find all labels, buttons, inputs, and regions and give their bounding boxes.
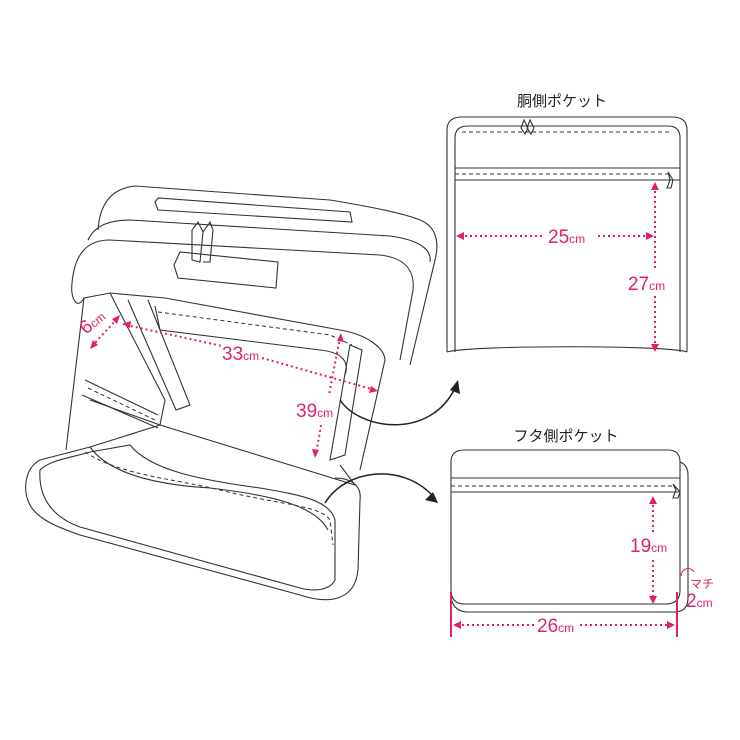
body-pocket-height-value: 27: [628, 274, 649, 295]
lid-pocket-width-value: 26: [537, 616, 558, 637]
bag-height-value: 39: [296, 401, 317, 422]
svg-text:39cm: 39cm: [296, 401, 333, 422]
bag-width-dimension: 33cm: [122, 321, 378, 393]
gusset-unit: cm: [697, 596, 713, 610]
svg-text:19cm: 19cm: [630, 536, 667, 557]
bag-width-unit: cm: [243, 349, 259, 363]
body-pocket-title: 胴側ポケット: [517, 92, 607, 110]
lid-side-pocket: フタ側ポケット 19cm 26cm マチ 2cm: [450, 427, 714, 637]
lid-pocket-title: フタ側ポケット: [513, 427, 618, 445]
bag-height-unit: cm: [317, 406, 333, 420]
bag-height-dimension: 39cm: [296, 333, 344, 458]
zipper-pull-icon: [666, 171, 674, 189]
lid-pocket-width-unit: cm: [558, 621, 574, 635]
svg-text:2cm: 2cm: [686, 591, 713, 612]
open-bag-illustration: [25, 185, 438, 601]
arrow-to-lid-pocket: [324, 473, 438, 504]
lid-pocket-height-value: 19: [630, 536, 651, 557]
body-pocket-width-unit: cm: [569, 232, 585, 246]
gusset-label: マチ: [690, 577, 714, 591]
svg-text:33cm: 33cm: [222, 344, 259, 365]
body-pocket-width-value: 25: [548, 227, 569, 248]
bag-width-value: 33: [222, 344, 243, 365]
zipper-pull-icon: [520, 118, 535, 136]
svg-text:25cm: 25cm: [548, 227, 585, 248]
arrow-to-body-pocket: [339, 380, 460, 426]
body-pocket-height-unit: cm: [649, 279, 665, 293]
gusset-value: 2: [686, 591, 697, 612]
lid-pocket-height-unit: cm: [651, 541, 667, 555]
svg-text:26cm: 26cm: [537, 616, 574, 637]
svg-text:27cm: 27cm: [628, 274, 665, 295]
svg-text:6cm: 6cm: [76, 306, 110, 339]
zipper-pull-icon: [672, 483, 681, 499]
body-side-pocket: 胴側ポケット 25cm 27cm: [446, 92, 688, 353]
